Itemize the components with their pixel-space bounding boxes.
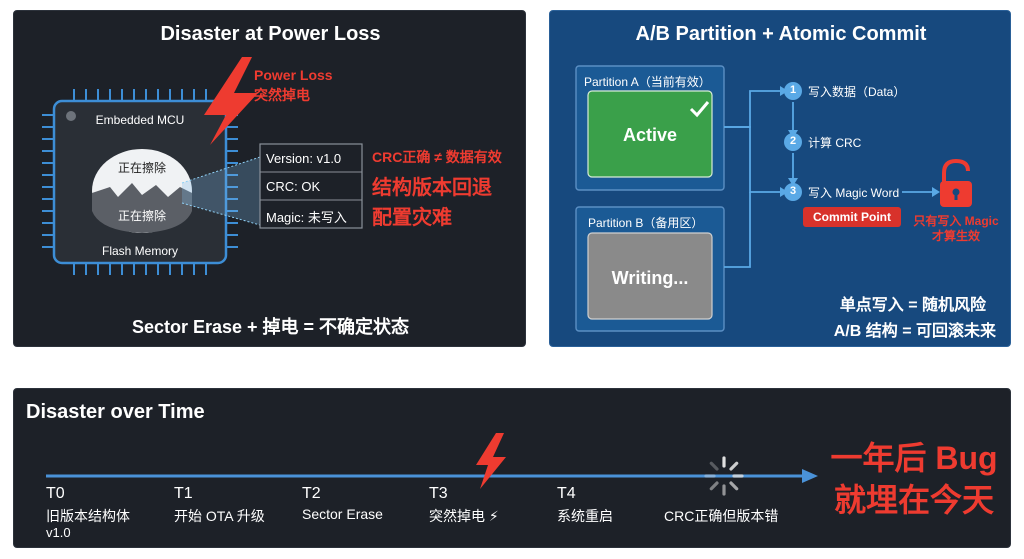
timeline-diagram (46, 433, 818, 496)
version-field: Version: v1.0 (266, 151, 342, 166)
power-loss-panel: Disaster at Power Loss Power Loss 突然掉电 E… (13, 10, 526, 347)
step-number: 2 (789, 135, 797, 147)
crc-field: CRC: OK (266, 179, 321, 194)
power-loss-label: Power Loss (254, 67, 333, 83)
erasing-bottom-label: 正在擦除 (117, 209, 166, 223)
lock-note-line-1: 只有写入 Magic (913, 214, 999, 228)
timeline-t4: T4 (557, 485, 576, 502)
ab-partition-panel: A/B Partition + Atomic Commit Partition … (549, 10, 1011, 347)
active-state: Active (622, 125, 678, 145)
step-write-data: 写入数据（Data） (808, 85, 906, 99)
timeline-t1-label: 开始 OTA 升级 (174, 508, 265, 524)
step-number: 3 (789, 185, 797, 197)
panel-title: Disaster over Time (26, 401, 205, 423)
mcu-label: Embedded MCU (95, 113, 185, 127)
headline-line-1: 一年后 Bug (830, 440, 998, 476)
timeline-final-label: CRC正确但版本错 (664, 508, 779, 524)
timeline-t0-label: 旧版本结构体 (46, 508, 130, 524)
step-compute-crc: 计算 CRC (808, 136, 862, 150)
writing-state: Writing... (611, 268, 689, 288)
step-number: 1 (789, 84, 797, 96)
timeline-t3-label: 突然掉电 ⚡ (429, 508, 499, 524)
ab-partition-diagram (575, 65, 972, 332)
lock-note-line-2: 才算生效 (931, 229, 980, 243)
lightning-icon (204, 57, 258, 145)
magic-field: Magic: 未写入 (266, 210, 347, 225)
checkmark-icon (689, 101, 710, 118)
panel-title: Disaster at Power Loss (160, 23, 381, 45)
rollback-warning: 结构版本回退 (372, 177, 492, 199)
erasing-top-label: 正在擦除 (117, 161, 166, 175)
step-write-magic: 写入 Magic Word (808, 186, 900, 200)
timeline-t0: T0 (46, 485, 65, 502)
timeline-panel: Disaster over Time T0 旧版本结构体 v1.0 T1 开始 … (13, 388, 1011, 548)
timeline-t2-label: Sector Erase (302, 506, 383, 522)
config-disaster-warning: 配置灾难 (372, 207, 452, 229)
mcu-diagram (42, 57, 363, 275)
timeline-t2: T2 (302, 485, 321, 502)
ab-rollback-future: A/B 结构 = 可回滚未来 (833, 323, 996, 340)
timeline-t4-label: 系统重启 (557, 508, 613, 524)
left-panel-footer: Sector Erase + 掉电 = 不确定状态 (131, 317, 410, 337)
flash-memory-label: Flash Memory (101, 244, 178, 258)
partition-a-label: Partition A（当前有效） (584, 75, 711, 89)
spinner-icon (704, 456, 744, 496)
timeline-t0-version: v1.0 (46, 525, 71, 540)
commit-point-badge: Commit Point (813, 210, 891, 224)
lightning-icon (476, 433, 506, 489)
timeline-t1: T1 (174, 485, 193, 502)
partition-b-label: Partition B（备用区） (588, 216, 704, 230)
panel-title: A/B Partition + Atomic Commit (635, 23, 927, 45)
headline-line-2: 就埋在今天 (833, 482, 994, 518)
single-write-risk: 单点写入 = 随机风险 (839, 297, 986, 314)
timeline-t3: T3 (429, 485, 448, 502)
lock-open-icon (940, 158, 972, 207)
power-loss-cn-label: 突然掉电 (254, 87, 310, 103)
crc-warning: CRC正确 ≠ 数据有效 (372, 149, 502, 165)
